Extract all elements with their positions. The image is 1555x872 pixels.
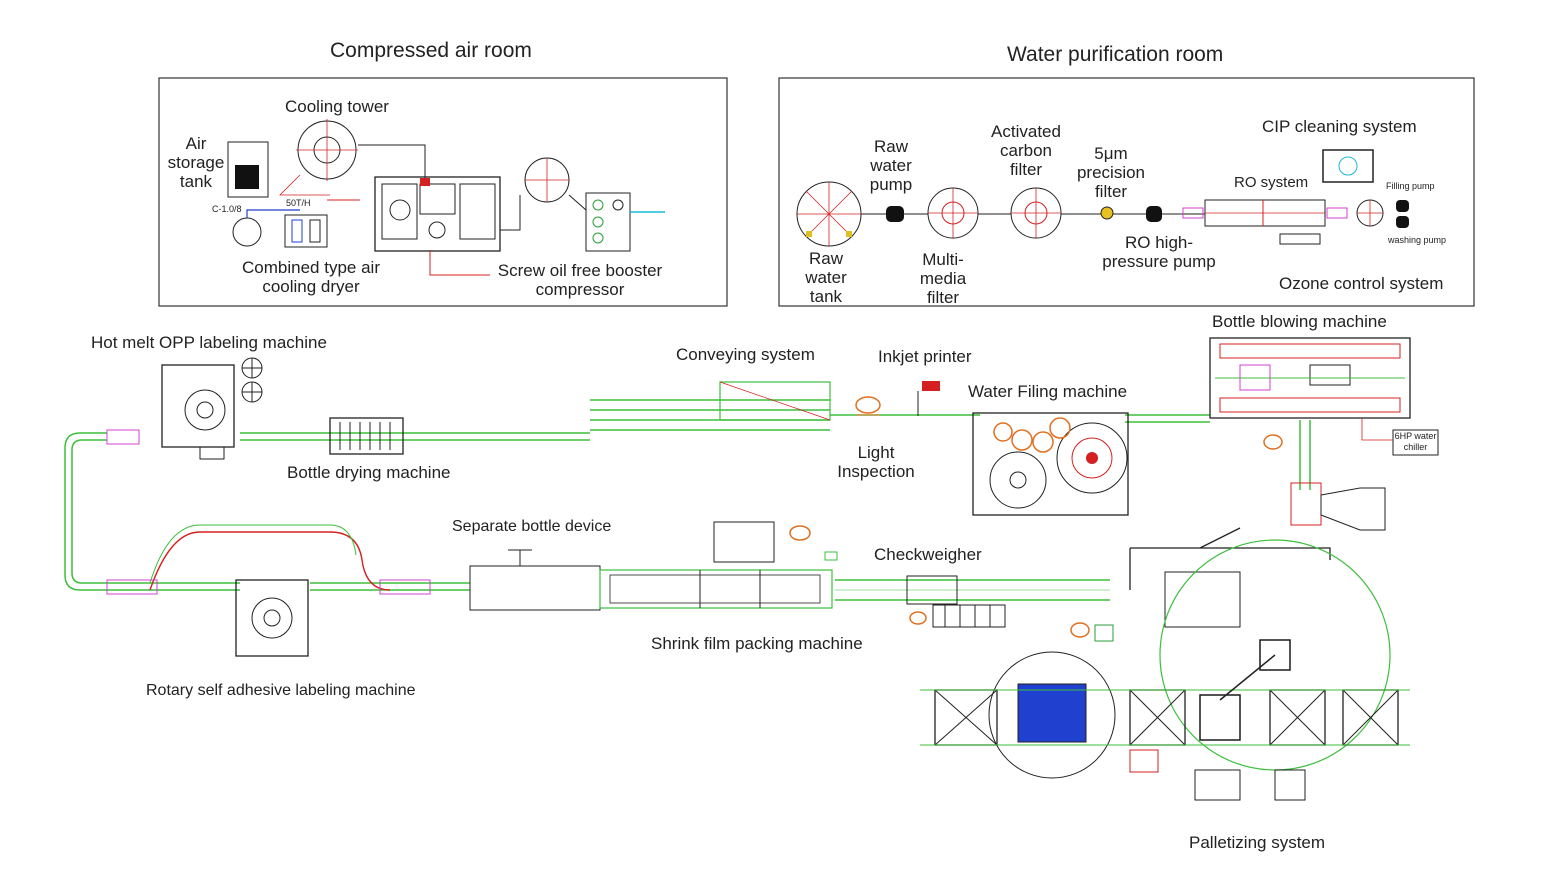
rotary-labeler — [235, 579, 309, 657]
bottle-drying-label: Bottle drying machine — [287, 463, 451, 482]
light-inspection-label: Light Inspection — [837, 443, 915, 481]
shrink-film-unit — [599, 521, 833, 609]
water-filling-unit — [972, 412, 1129, 516]
checkweigher-unit — [906, 575, 1006, 628]
hot-melt-label: Hot melt OPP labeling machine — [91, 333, 327, 352]
filling-pump-label: Filling pump — [1386, 181, 1435, 191]
air-tank-base — [232, 217, 262, 247]
air-storage-tank-label: Air storage tank — [167, 134, 225, 191]
cip-label: CIP cleaning system — [1262, 117, 1417, 136]
chiller-label: 6HP water chiller — [1394, 431, 1437, 452]
water-purification-room-title: Water purification room — [1007, 43, 1224, 66]
ro-system-label: RO system — [1234, 174, 1309, 191]
tank-code-label: C-1.0/8 — [212, 204, 242, 214]
main-conveyor — [64, 399, 1311, 601]
water-chiller — [1392, 429, 1439, 456]
water-purification-room-frame — [778, 77, 1475, 307]
bottle-blowing-unit — [1209, 337, 1411, 419]
water-filling-label: Water Filing machine — [968, 382, 1128, 401]
bottle-blowing-label: Bottle blowing machine — [1212, 312, 1387, 331]
shrink-film-label: Shrink film packing machine — [651, 634, 863, 653]
raw-water-pump-label: Raw water pump — [869, 137, 913, 194]
multimedia-filter-label: Multi-media filter — [919, 250, 967, 307]
washing-pump-label: washing pump — [1388, 235, 1447, 245]
ozone-label: Ozone control system — [1279, 274, 1444, 293]
screw-compressor — [374, 176, 501, 252]
air-storage-tank — [227, 141, 269, 198]
raw-water-pump — [886, 206, 904, 222]
dryer-label: Combined type air cooling dryer — [242, 258, 380, 296]
booster-compressor-unit — [524, 157, 631, 252]
precision-filter-label: 5μm precision filter — [1076, 144, 1146, 201]
inkjet-label: Inkjet printer — [878, 347, 972, 366]
rotary-labeling-label: Rotary self adhesive labeling machine — [146, 682, 416, 699]
hot-melt-labeler — [161, 357, 263, 460]
air-cooling-dryer — [284, 214, 328, 248]
ro-pump-label: RO high-pressure pump — [1102, 233, 1216, 271]
compressed-air-room-title: Compressed air room — [330, 39, 532, 62]
cooling-capacity-label: 50T/H — [286, 198, 311, 208]
light-inspection-unit — [855, 396, 881, 416]
carbon-filter-label: Activated carbon filter — [991, 122, 1061, 179]
ro-system — [1182, 199, 1348, 245]
cooling-tower-label: Cooling tower — [285, 97, 389, 116]
cooling-tower — [296, 119, 358, 181]
rotary-bypass — [149, 531, 391, 591]
separate-bottle-unit — [469, 549, 601, 611]
conveying-label: Conveying system — [676, 345, 815, 364]
raw-water-tank — [796, 181, 862, 247]
compressor-label: Screw oil free booster compressor — [497, 261, 663, 299]
inkjet-unit — [922, 381, 940, 391]
palletizing-label: Palletizing system — [1189, 833, 1326, 852]
checkweigher-label: Checkweigher — [874, 545, 982, 564]
raw-water-tank-label: Raw water tank — [805, 249, 847, 306]
filling-washing-pumps — [1356, 199, 1409, 228]
multimedia-filter — [927, 187, 979, 239]
palletizing-unit — [920, 527, 1410, 801]
conveyor-accumulator — [719, 381, 831, 421]
cip-unit — [1322, 149, 1374, 183]
separate-bottle-label: Separate bottle device — [452, 518, 612, 535]
preform-feeder — [1290, 482, 1386, 531]
bottle-drying-unit — [329, 417, 404, 455]
carbon-filter — [1010, 187, 1062, 239]
precision-filter — [1100, 206, 1114, 220]
ro-pump — [1146, 206, 1162, 222]
compressed-air-room-frame — [158, 77, 728, 307]
